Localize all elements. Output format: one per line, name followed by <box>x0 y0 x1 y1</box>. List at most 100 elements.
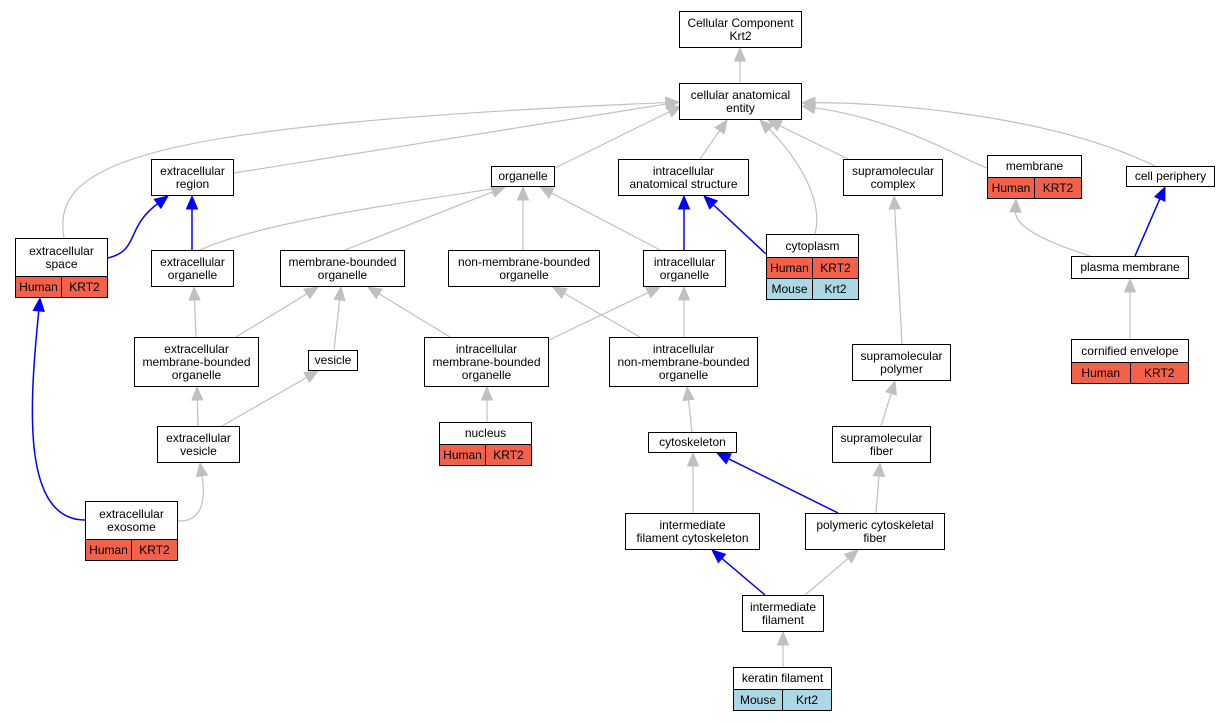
edge-extracellular-vesicle-to-extracellular-membrane-bounded-organelle <box>196 399 199 427</box>
edge-membrane-bounded-organelle-to-organelle-arrowhead <box>490 186 507 198</box>
node-label: extracellular organelle <box>160 254 225 282</box>
human-annotation-cell: KRT2 <box>131 540 177 560</box>
node-label: supramolecular polymer <box>860 348 943 376</box>
node-supramolecular-polymer[interactable]: supramolecular polymer <box>852 344 951 381</box>
edge-intermediate-filament-to-intermediate-filament-cytoskeleton-arrowhead <box>711 549 727 564</box>
edge-cell-periphery-to-cellular-anatomical-entity <box>814 102 1156 167</box>
node-label: nucleus <box>464 426 507 440</box>
edge-extracellular-membrane-bounded-organelle-to-membrane-bounded-organelle-arrowhead <box>303 286 320 300</box>
human-annotation-cell: KRT2 <box>485 445 531 465</box>
edge-extracellular-vesicle-to-vesicle <box>221 376 308 427</box>
node-label: intracellular anatomical structure <box>629 163 738 191</box>
node-label: intracellular non-membrane-bounded organ… <box>617 341 750 382</box>
node-label: extracellular region <box>160 163 225 191</box>
node-non-membrane-bounded-organelle[interactable]: non-membrane-bounded organelle <box>448 250 600 287</box>
human-annotation-cell: Human <box>767 258 812 278</box>
edge-intermediate-filament-to-polymeric-cytoskeletal-fiber <box>804 557 849 596</box>
node-label: cytoskeleton <box>659 435 726 449</box>
node-vesicle[interactable]: vesicle <box>308 350 358 371</box>
node-label: intermediate filament <box>749 599 817 627</box>
edge-cytoplasm-to-cellular-anatomical-entity-arrowhead <box>759 119 774 134</box>
edge-keratin-filament-to-intermediate-filament-arrowhead <box>776 630 790 646</box>
node-label: vesicle <box>314 353 352 367</box>
human-annotation-cell: Human <box>440 445 485 465</box>
node-cellular-anatomical-entity[interactable]: cellular anatomical entity <box>679 83 802 120</box>
edge-supramolecular-polymer-to-supramolecular-complex <box>894 208 903 345</box>
edge-polymeric-cytoskeletal-fiber-to-cytoskeleton-arrowhead <box>715 452 732 465</box>
edge-extracellular-space-to-cellular-anatomical-entity-arrowhead <box>665 96 681 109</box>
node-supramolecular-complex[interactable]: supramolecular complex <box>843 159 943 196</box>
edge-cytoplasm-to-cellular-anatomical-entity <box>768 128 818 235</box>
edge-extracellular-space-to-extracellular-region <box>107 203 159 259</box>
edge-polymeric-cytoskeletal-fiber-to-supramolecular-fiber-arrowhead <box>872 461 886 477</box>
edge-intracellular-non-membrane-bounded-organelle-to-non-membrane-bounded-organelle-arrowhead <box>551 286 568 300</box>
edge-supramolecular-fiber-to-supramolecular-polymer <box>880 393 892 427</box>
node-cell-periphery[interactable]: cell periphery <box>1126 166 1215 187</box>
node-label: extracellular membrane-bounded organelle <box>142 341 251 382</box>
node-extracellular-organelle[interactable]: extracellular organelle <box>151 250 234 287</box>
node-label: membrane <box>1005 159 1064 173</box>
node-membrane-bounded-organelle[interactable]: membrane-bounded organelle <box>280 250 405 287</box>
edge-plasma-membrane-to-cell-periphery <box>1134 198 1161 257</box>
node-cc-root[interactable]: Cellular Component Krt2 <box>679 11 802 48</box>
edge-cytoplasm-to-intracellular-anatomical-structure <box>712 204 767 255</box>
edge-extracellular-membrane-bounded-organelle-to-membrane-bounded-organelle <box>235 293 308 338</box>
edge-intermediate-filament-cytoskeleton-to-cytoskeleton-arrowhead <box>686 451 700 467</box>
human-annotation-cell: Human <box>86 540 131 560</box>
node-label: membrane-bounded organelle <box>288 254 397 282</box>
edge-extracellular-organelle-to-organelle <box>199 188 493 251</box>
node-cytoskeleton[interactable]: cytoskeleton <box>648 432 737 453</box>
human-annotation-cell: KRT2 <box>1129 363 1188 383</box>
edge-intracellular-membrane-bounded-organelle-to-intracellular-organelle-arrowhead <box>645 286 662 299</box>
edge-extracellular-organelle-to-extracellular-region-arrowhead <box>185 194 199 210</box>
edge-intracellular-organelle-to-organelle <box>551 192 661 251</box>
node-label: polymeric cytoskeletal fiber <box>816 517 934 545</box>
node-organelle[interactable]: organelle <box>491 166 555 187</box>
edge-intracellular-anatomical-structure-to-cellular-anatomical-entity <box>699 130 721 160</box>
edge-polymeric-cytoskeletal-fiber-to-supramolecular-fiber <box>875 475 880 514</box>
edge-extracellular-region-to-cellular-anatomical-entity <box>233 103 667 174</box>
edge-plasma-membrane-to-membrane <box>1014 211 1091 257</box>
node-extracellular-membrane-bounded-organelle[interactable]: extracellular membrane-bounded organelle <box>134 337 259 387</box>
edge-intracellular-anatomical-structure-to-cellular-anatomical-entity-arrowhead <box>714 118 728 135</box>
edge-supramolecular-polymer-to-supramolecular-complex-arrowhead <box>888 194 901 210</box>
node-intermediate-filament-cytoskeleton[interactable]: intermediate filament cytoskeleton <box>625 513 760 550</box>
node-extracellular-region[interactable]: extracellular region <box>151 159 234 196</box>
node-intracellular-organelle[interactable]: intracellular organelle <box>643 250 726 287</box>
edge-intermediate-filament-to-polymeric-cytoskeletal-fiber-arrowhead <box>843 549 859 564</box>
edge-extracellular-membrane-bounded-organelle-to-extracellular-organelle-arrowhead <box>188 285 201 301</box>
node-intermediate-filament[interactable]: intermediate filament <box>742 595 824 632</box>
node-label: supramolecular complex <box>851 163 935 191</box>
node-label: organelle <box>498 169 548 183</box>
node-plasma-membrane[interactable]: plasma membrane <box>1071 256 1189 279</box>
mouse-annotation-cell: Krt2 <box>782 690 831 710</box>
edge-extracellular-exosome-to-extracellular-vesicle-arrowhead <box>195 461 209 478</box>
node-extracellular-vesicle[interactable]: extracellular vesicle <box>157 426 240 463</box>
node-polymeric-cytoskeletal-fiber[interactable]: polymeric cytoskeletal fiber <box>805 513 945 550</box>
edge-intermediate-filament-to-intermediate-filament-cytoskeleton <box>721 557 766 596</box>
node-label: intermediate filament cytoskeleton <box>636 517 749 545</box>
edge-intracellular-membrane-bounded-organelle-to-membrane-bounded-organelle <box>378 293 451 338</box>
edge-membrane-bounded-organelle-to-organelle <box>344 191 494 251</box>
edge-organelle-to-cellular-anatomical-entity-arrowhead <box>666 105 683 118</box>
node-intracellular-membrane-bounded-organelle[interactable]: intracellular membrane-bounded organelle <box>424 337 549 387</box>
node-intracellular-non-membrane-bounded-organelle[interactable]: intracellular non-membrane-bounded organ… <box>609 337 758 387</box>
edge-plasma-membrane-to-cell-periphery-arrowhead <box>1153 185 1166 202</box>
node-intracellular-anatomical-structure[interactable]: intracellular anatomical structure <box>618 159 749 196</box>
node-label: Cellular Component Krt2 <box>687 15 794 43</box>
edge-extracellular-exosome-to-extracellular-space <box>31 310 86 521</box>
node-supramolecular-fiber[interactable]: supramolecular fiber <box>832 426 931 463</box>
node-label: cytoplasm <box>785 238 840 253</box>
